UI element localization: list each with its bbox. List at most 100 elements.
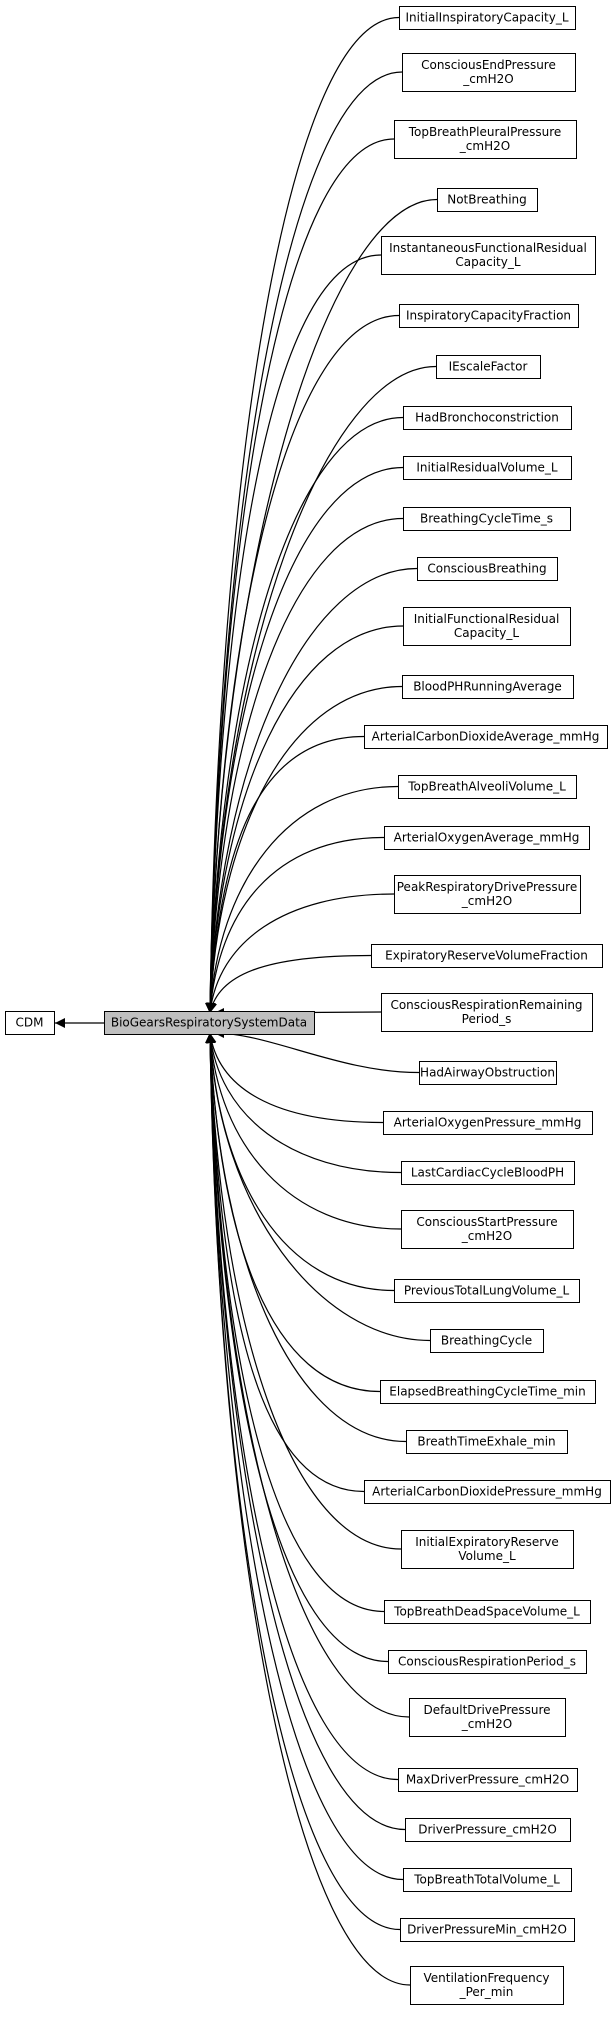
member-node[interactable]: ConsciousRespirationPeriod_s [388, 1650, 587, 1674]
member-node-box [394, 1279, 580, 1303]
member-node[interactable]: TopBreathPleuralPressure_cmH2O [394, 120, 577, 159]
node-cdm-box [5, 1011, 55, 1035]
member-node-box [403, 406, 572, 430]
member-node-label-line: BloodPHRunningAverage [413, 680, 562, 694]
member-edge [205, 785, 399, 1014]
member-node-box [399, 6, 576, 30]
member-node-box [384, 1600, 591, 1624]
member-node[interactable]: DriverPressureMin_cmH2O [400, 1918, 575, 1942]
member-node-label-line: ConsciousStartPressure [416, 1215, 557, 1229]
member-node-box [417, 557, 558, 581]
member-node[interactable]: TopBreathAlveoliVolume_L [398, 775, 577, 799]
member-node-label-line: InspiratoryCapacityFraction [406, 309, 571, 323]
member-node[interactable]: LastCardiacCycleBloodPH [401, 1161, 575, 1185]
member-node[interactable]: ArterialOxygenPressure_mmHg [383, 1111, 593, 1135]
member-node-box [403, 507, 571, 531]
member-node[interactable]: ArterialOxygenAverage_mmHg [384, 826, 590, 850]
member-node-label-line: TopBreathDeadSpaceVolume_L [393, 1605, 580, 1619]
member-node-label-line: Capacity_L [455, 255, 520, 269]
member-node[interactable]: ElapsedBreathingCycleTime_min [380, 1380, 596, 1404]
member-node-box [364, 725, 608, 749]
member-edge [205, 836, 385, 1014]
member-node[interactable]: InitialInspiratoryCapacity_L [399, 6, 576, 30]
member-node-label-line: _cmH2O [459, 139, 510, 153]
center-node-label-line: BioGearsRespiratorySystemData [111, 1016, 307, 1030]
member-edge [205, 625, 404, 1014]
member-node[interactable]: BreathingCycle [430, 1329, 544, 1353]
member-node[interactable]: BloodPHRunningAverage [402, 675, 574, 699]
member-node[interactable]: ConsciousStartPressure_cmH2O [401, 1210, 574, 1249]
member-node-box [383, 1111, 593, 1135]
member-node[interactable]: DefaultDrivePressure_cmH2O [409, 1698, 566, 1737]
member-edge [205, 1032, 395, 1292]
member-node[interactable]: PreviousTotalLungVolume_L [394, 1279, 580, 1303]
member-node-box [403, 1868, 572, 1892]
node-biogears-respiratory-system-data[interactable]: BioGearsRespiratorySystemData [104, 1011, 315, 1035]
member-node[interactable]: PeakRespiratoryDrivePressure_cmH2O [394, 875, 581, 914]
member-node[interactable]: ConsciousEndPressure_cmH2O [402, 53, 576, 92]
member-node-label-line: PreviousTotalLungVolume_L [404, 1284, 570, 1298]
member-node-box [380, 1380, 596, 1404]
member-node-box [384, 826, 590, 850]
member-node-box [409, 1698, 566, 1737]
member-node-box [394, 875, 581, 914]
member-node[interactable]: ArterialCarbonDioxideAverage_mmHg [364, 725, 608, 749]
member-node[interactable]: InstantaneousFunctionalResidualCapacity_… [381, 236, 596, 275]
member-node[interactable]: NotBreathing [437, 188, 538, 212]
member-node[interactable]: InitialResidualVolume_L [403, 456, 572, 480]
member-node-label-line: ElapsedBreathingCycleTime_min [389, 1385, 585, 1399]
member-node-box [394, 120, 577, 159]
member-node[interactable]: HadAirwayObstruction [419, 1061, 557, 1085]
member-node-label-line: ArterialOxygenAverage_mmHg [394, 831, 580, 845]
member-node[interactable]: TopBreathTotalVolume_L [403, 1868, 572, 1892]
member-node-label-line: _Per_min [459, 1985, 514, 1999]
member-node[interactable]: HadBronchoconstriction [403, 406, 572, 430]
member-node[interactable]: ExpiratoryReserveVolumeFraction [371, 944, 603, 968]
member-edge [213, 1028, 420, 1074]
member-node-label-line: NotBreathing [447, 193, 527, 207]
member-node[interactable]: IEscaleFactor [436, 355, 541, 379]
member-node-label-line: ConsciousRespirationPeriod_s [398, 1655, 576, 1669]
node-cdm[interactable]: CDM [5, 1011, 55, 1035]
member-edge [205, 1032, 406, 1831]
member-node[interactable]: DriverPressure_cmH2O [405, 1818, 571, 1842]
member-edge [205, 1032, 399, 1781]
member-node-box [401, 1161, 575, 1185]
edges-layer [55, 16, 438, 1986]
member-edge [205, 1032, 385, 1613]
member-node-box [419, 1061, 557, 1085]
member-node[interactable]: BreathingCycleTime_s [403, 507, 571, 531]
member-node-box [403, 456, 572, 480]
member-node-label-line: _cmH2O [461, 1229, 512, 1243]
member-node[interactable]: ConsciousBreathing [417, 557, 558, 581]
member-edge [205, 735, 365, 1014]
member-node-box [401, 1530, 574, 1569]
member-node[interactable]: MaxDriverPressure_cmH2O [398, 1768, 578, 1792]
member-edge [205, 1032, 407, 1443]
member-node-label-line: HadAirwayObstruction [420, 1066, 555, 1080]
member-node-label-line: ConsciousEndPressure [421, 58, 556, 72]
member-node-label-line: VentilationFrequency [424, 1971, 550, 1985]
member-node-label-line: LastCardiacCycleBloodPH [411, 1166, 564, 1180]
member-node-label-line: BreathingCycle [441, 1334, 532, 1348]
member-node-label-line: _cmH2O [461, 1717, 512, 1731]
member-edge [206, 893, 395, 1014]
member-node[interactable]: VentilationFrequency_Per_min [410, 1966, 564, 2005]
member-edge [205, 254, 382, 1014]
member-node-box [381, 236, 596, 275]
member-node[interactable]: TopBreathDeadSpaceVolume_L [384, 1600, 591, 1624]
member-node-label-line: InitialResidualVolume_L [416, 461, 558, 475]
member-node-label-line: ConsciousBreathing [427, 562, 546, 576]
member-node[interactable]: ArterialCarbonDioxidePressure_mmHg [364, 1480, 611, 1504]
member-edge [205, 1032, 402, 1230]
member-node-box [364, 1480, 611, 1504]
member-node[interactable]: BreathTimeExhale_min [406, 1430, 568, 1454]
member-edge [205, 567, 418, 1014]
member-node[interactable]: InspiratoryCapacityFraction [399, 304, 579, 328]
member-node-box [403, 607, 571, 646]
member-node-label-line: BreathingCycleTime_s [420, 512, 553, 526]
